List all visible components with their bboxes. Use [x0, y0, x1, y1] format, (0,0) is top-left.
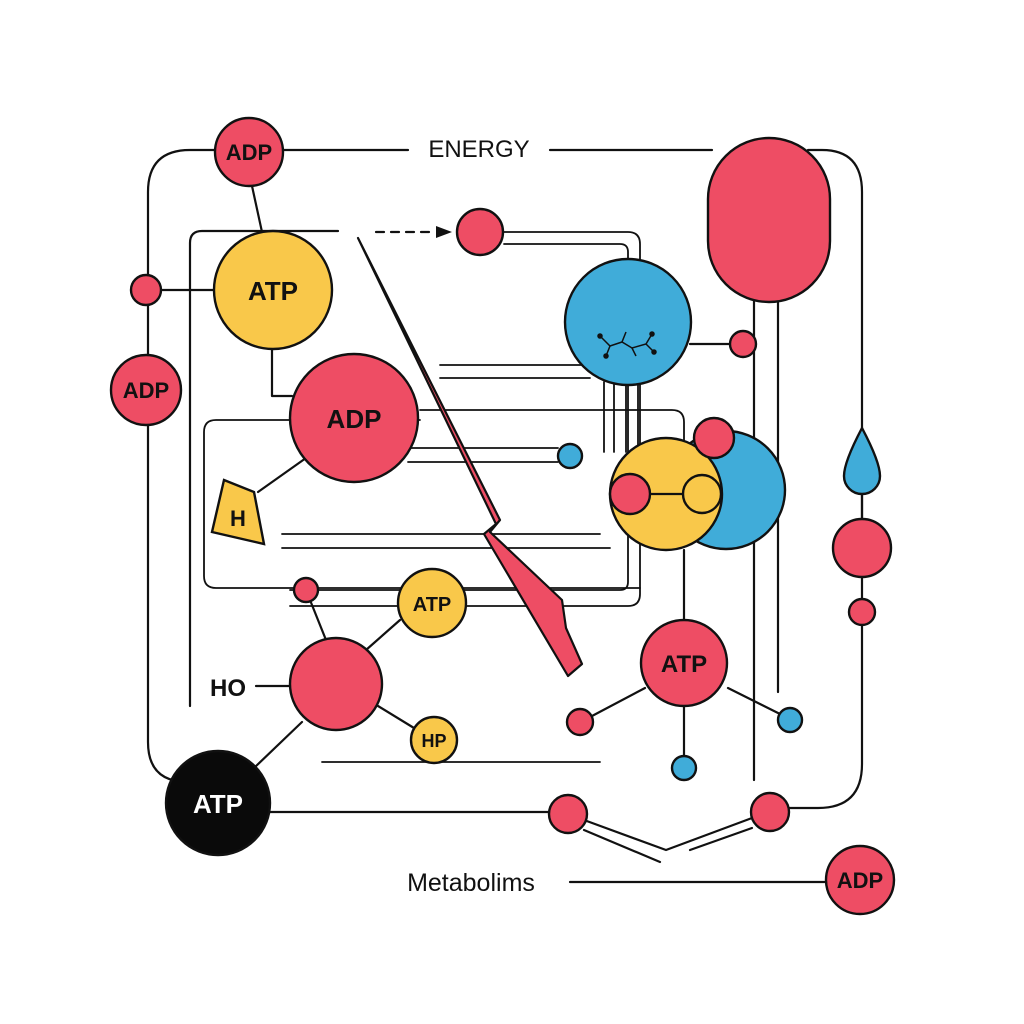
small-nodes — [129, 207, 893, 835]
red-capsule — [706, 136, 832, 304]
middle-box-frame — [203, 419, 641, 589]
hp-node: HP — [409, 715, 459, 765]
atp-node-right: ATP — [639, 618, 729, 708]
blue-circle-large — [563, 257, 693, 387]
bottom-red-node-left — [547, 793, 589, 835]
hp-label: HP — [421, 731, 446, 751]
cluster-yellow-right — [681, 473, 723, 515]
atp-adp-center-link — [270, 346, 294, 398]
molecule-structure-icon — [597, 331, 657, 359]
adp-node-center: ADP — [288, 352, 420, 484]
bottom-v-c — [688, 826, 754, 852]
small-red-node-spoke — [565, 707, 595, 737]
atp-right-spoke-left — [590, 686, 647, 718]
adp-atp-link — [250, 184, 264, 234]
inner-left-frame — [188, 229, 340, 708]
small-blue-node-mid — [556, 442, 584, 470]
h-label: H — [230, 506, 246, 531]
water-drop-icon — [842, 425, 882, 496]
atp-node-small: ATP — [396, 567, 468, 639]
atp-node-small-label: ATP — [413, 594, 452, 616]
adp-node-left: ADP — [109, 353, 183, 427]
top-rail-inner — [289, 243, 629, 591]
atp-node-right-label: ATP — [661, 651, 707, 678]
energy-label: ENERGY — [428, 136, 529, 163]
adp-h-link — [256, 456, 308, 494]
atp-right-spoke-right — [726, 686, 782, 716]
small-blue-node-spoke-right — [776, 706, 804, 734]
molecule-red-center — [288, 636, 384, 732]
small-red-node-top — [455, 207, 505, 257]
bottom-v-a — [582, 816, 754, 852]
hp-link — [376, 704, 416, 730]
bottom-red-node-right — [749, 791, 791, 833]
atp-small-link — [364, 618, 402, 652]
adp-node-center-label: ADP — [327, 404, 382, 434]
small-red-node-left — [129, 273, 163, 307]
small-blue-node-spoke-down — [670, 754, 698, 782]
lightning-bolt-icon — [356, 236, 584, 678]
cluster-red-top — [692, 416, 736, 460]
red-node-drop — [831, 517, 893, 579]
ho-label: HO — [210, 675, 246, 702]
atp-node-top: ATP — [212, 229, 334, 351]
dashed-arrow-head — [436, 226, 452, 238]
metabolims-label: Metabolims — [407, 869, 535, 897]
small-red-node-blue — [728, 329, 758, 359]
adp-node-bottom-right: ADP — [824, 844, 896, 916]
right-cluster — [608, 416, 787, 552]
top-rail-outer — [289, 231, 641, 607]
black-atp-link — [252, 720, 304, 770]
adp-node-bottom-right-label: ADP — [837, 868, 883, 893]
atp-node-black-label: ATP — [193, 789, 243, 819]
atp-node-top-label: ATP — [248, 276, 298, 306]
atp-node-black: ATP — [164, 749, 272, 857]
small-red-node-molecule — [292, 576, 320, 604]
cluster-red-left — [608, 472, 652, 516]
adp-node-top: ADP — [213, 116, 285, 188]
outer-left-loop — [146, 148, 220, 784]
adp-node-top-label: ADP — [226, 140, 272, 165]
adp-node-left-label: ADP — [123, 378, 169, 403]
red-small-link — [308, 598, 328, 642]
h-pentagon: H — [210, 478, 266, 546]
bottom-v-b — [582, 828, 662, 864]
small-red-node-right — [847, 597, 877, 627]
middle-box-right — [419, 409, 685, 441]
